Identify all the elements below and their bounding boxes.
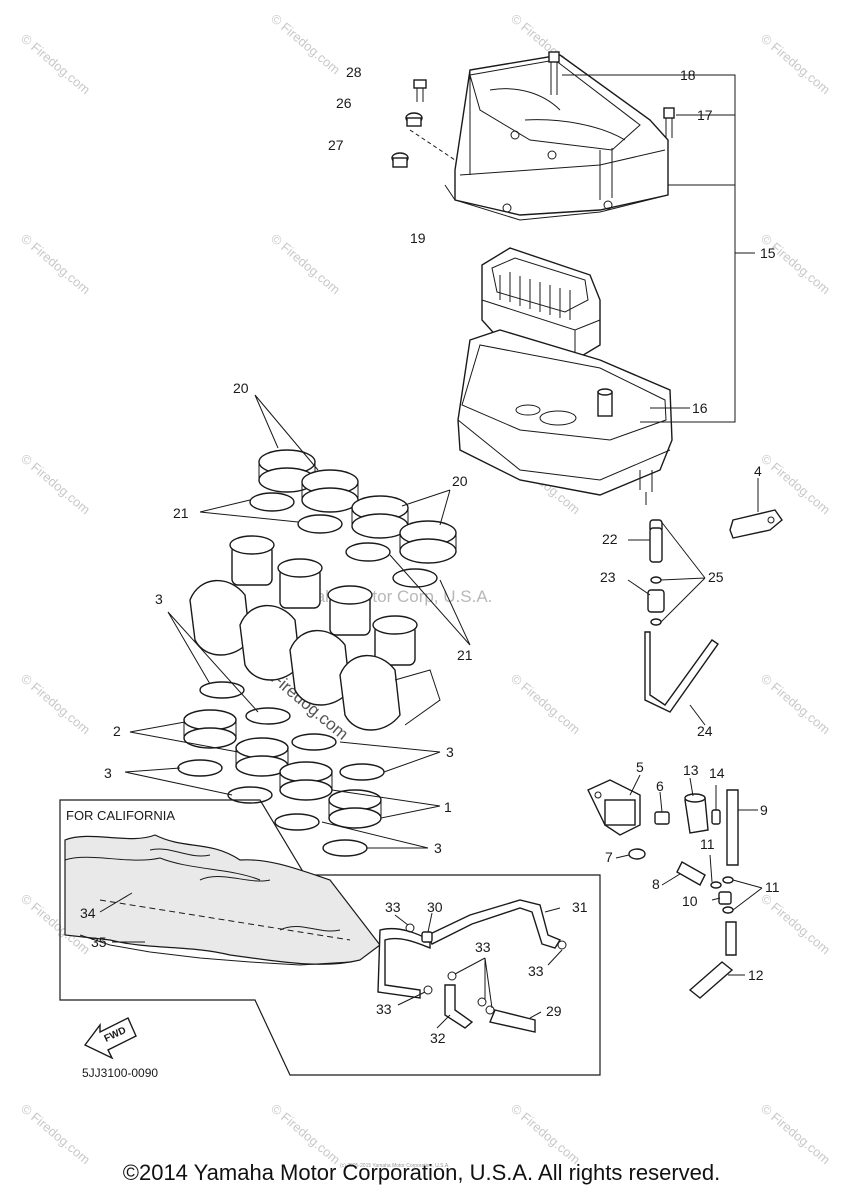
- callout-35: 35: [91, 934, 107, 950]
- callout-16: 16: [692, 400, 708, 416]
- watermark: © Firedog.com: [268, 1101, 343, 1167]
- nut-27: [391, 129, 456, 168]
- callout-6: 6: [656, 778, 664, 794]
- air-filter-cover: [444, 54, 669, 221]
- callout-13: 13: [683, 762, 699, 778]
- callout-3: 3: [155, 591, 163, 607]
- callout-3: 3: [446, 744, 454, 760]
- callout-26: 26: [336, 95, 352, 111]
- air-filter-case: [457, 329, 673, 505]
- callout-33: 33: [376, 1001, 392, 1017]
- fine-print: (c) 2005-2015 Yamaha Motor Corporation, …: [340, 1163, 450, 1169]
- watermark: © Firedog.com: [508, 671, 583, 737]
- callout-21: 21: [457, 647, 473, 663]
- callout-3: 3: [104, 765, 112, 781]
- screw-28: [413, 79, 427, 102]
- watermark: © Firedog.com: [268, 231, 343, 297]
- callout-2: 2: [113, 723, 121, 739]
- callout-33: 33: [528, 963, 544, 979]
- watermark: © Firedog.com: [758, 1101, 833, 1167]
- callout-leads-15-18: [562, 74, 755, 423]
- air-filter-element: [481, 247, 601, 361]
- callout-21: 21: [173, 505, 189, 521]
- watermark: © Firedog.com: [758, 231, 833, 297]
- fwd-arrow: FWD: [83, 1017, 137, 1060]
- callout-8: 8: [652, 876, 660, 892]
- callout-5: 5: [636, 759, 644, 775]
- callout-33: 33: [385, 899, 401, 915]
- throttle-bodies: [189, 535, 441, 731]
- callout-34: 34: [80, 905, 96, 921]
- watermark: © Firedog.com: [18, 231, 93, 297]
- bracket-4: [729, 478, 783, 539]
- clamps-21-upper: [249, 492, 438, 588]
- callout-32: 32: [430, 1030, 446, 1046]
- grommet-26: [405, 112, 423, 127]
- callout-4: 4: [754, 463, 762, 479]
- watermark: © Firedog.com: [508, 1101, 583, 1167]
- callout-22: 22: [602, 531, 618, 547]
- copyright-footer: ©2014 Yamaha Motor Corporation, U.S.A. A…: [122, 1160, 721, 1185]
- callout-23: 23: [600, 569, 616, 585]
- callout-15: 15: [760, 245, 776, 261]
- callout-leads-left: [124, 394, 471, 849]
- watermark: © Firedog.com: [18, 31, 93, 97]
- air-induction-valve-group: [587, 774, 763, 999]
- watermark: © Firedog.com: [268, 11, 343, 77]
- bolt-18: [548, 51, 560, 95]
- callout-12: 12: [748, 967, 764, 983]
- callout-28: 28: [346, 64, 362, 80]
- callout-20: 20: [452, 473, 468, 489]
- watermark: © Firedog.com: [18, 671, 93, 737]
- callout-25: 25: [708, 569, 724, 585]
- callout-31: 31: [572, 899, 588, 915]
- callout-18: 18: [680, 67, 696, 83]
- callout-24: 24: [697, 723, 713, 739]
- callout-20: 20: [233, 380, 249, 396]
- callout-numbers: 1 2 3 3 3 3 4 5 6 7 8 9 10 11 11 12 13 1…: [80, 64, 780, 1046]
- callout-27: 27: [328, 137, 344, 153]
- watermark: © Firedog.com: [758, 671, 833, 737]
- callout-11: 11: [700, 836, 715, 852]
- callout-30: 30: [427, 899, 443, 915]
- watermark: © Firedog.com: [18, 1101, 93, 1167]
- intake-ducts-20: [258, 449, 457, 564]
- california-box: FOR CALIFORNIA: [59, 799, 601, 1076]
- watermark: © Firedog.com: [18, 451, 93, 517]
- callout-9: 9: [760, 802, 768, 818]
- callout-1: 1: [444, 799, 452, 815]
- callout-7: 7: [605, 849, 613, 865]
- reference-code: 5JJ3100-0090: [82, 1066, 158, 1080]
- callout-11: 11: [765, 879, 780, 895]
- callout-17: 17: [697, 107, 713, 123]
- callout-3: 3: [434, 840, 442, 856]
- callout-10: 10: [682, 893, 698, 909]
- watermark: © Firedog.com: [758, 31, 833, 97]
- drain-parts-22-25: [627, 519, 719, 726]
- callout-14: 14: [709, 765, 725, 781]
- california-box-title: FOR CALIFORNIA: [66, 808, 175, 823]
- callout-33: 33: [475, 939, 491, 955]
- callout-19: 19: [410, 230, 426, 246]
- watermark: © Firedog.com: [758, 891, 833, 957]
- bolt-17: [663, 107, 675, 138]
- carburetor-joints: [177, 681, 385, 857]
- watermark: © Firedog.com: [758, 451, 833, 517]
- callout-29: 29: [546, 1003, 562, 1019]
